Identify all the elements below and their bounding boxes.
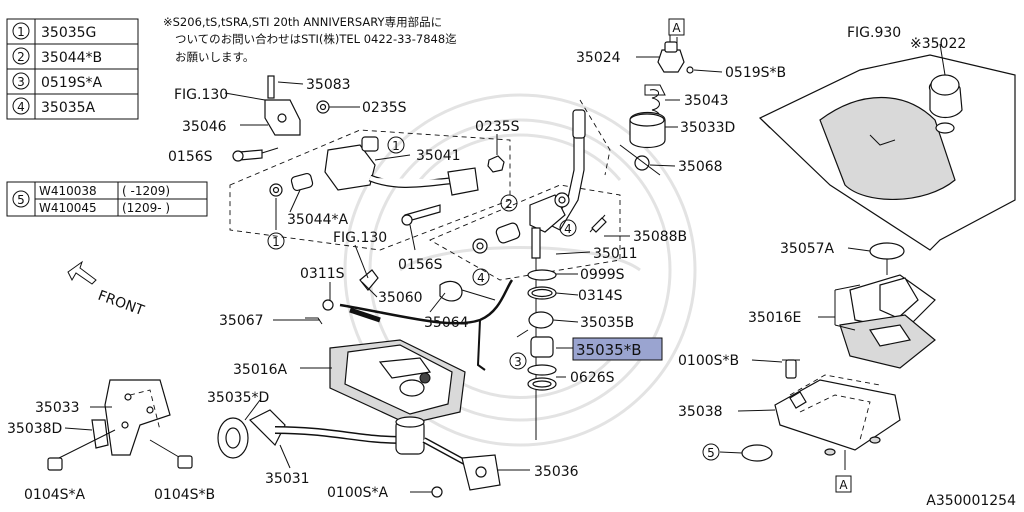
part-label[interactable]: 35057A (780, 241, 835, 257)
part-label[interactable]: 35064 (424, 315, 469, 331)
base-plate (329, 339, 466, 425)
part-label[interactable]: 0626S (570, 370, 615, 386)
callout-2: 2 (505, 197, 513, 211)
callout-3: 3 (514, 355, 522, 369)
part-label[interactable]: 35035B (580, 315, 634, 331)
front-arrow: FRONT (67, 260, 147, 320)
part-label[interactable]: 35044*A (287, 212, 349, 228)
part-label[interactable]: 0235S (475, 119, 520, 135)
part-label[interactable]: 35011 (593, 246, 638, 262)
front-arrow-icon (67, 260, 97, 285)
note-line: お願いします。 (175, 50, 254, 64)
fig-ref-130-mid[interactable]: FIG.130 (333, 230, 387, 246)
diagram-id: A350001254 (926, 493, 1016, 509)
part-label[interactable]: ※35022 (910, 36, 966, 52)
part-label[interactable]: 35046 (182, 119, 227, 135)
legend-code: 35044*B (41, 50, 102, 66)
leader-lines (64, 37, 946, 471)
part-label[interactable]: 35033 (35, 400, 80, 416)
part-label[interactable]: 35043 (684, 93, 729, 109)
part-label[interactable]: 35083 (306, 77, 351, 93)
callout-4: 4 (564, 222, 572, 236)
part-label[interactable]: 0104S*B (154, 487, 215, 503)
lower-bracket (47, 379, 193, 471)
legend-num: 4 (17, 100, 25, 114)
callout-5: 5 (707, 446, 715, 460)
part-label[interactable]: 0156S (168, 149, 213, 165)
part-label[interactable]: 0311S (300, 266, 345, 282)
part-label[interactable]: 35031 (265, 471, 310, 487)
callout-4: 4 (477, 271, 485, 285)
part-label[interactable]: 0519S*B (725, 65, 786, 81)
part-label[interactable]: 35024 (576, 50, 621, 66)
watermark-emblem (343, 93, 697, 447)
part-label[interactable]: 35033D (680, 120, 735, 136)
part-label[interactable]: 35041 (416, 148, 461, 164)
note-line: ※S206,tS,tSRA,STI 20th ANNIVERSARY専用部品に (163, 15, 442, 29)
part-label[interactable]: 35068 (678, 159, 723, 175)
legend-code: 35035A (41, 100, 96, 116)
legend-range: (1209- ) (122, 201, 170, 215)
part-label[interactable]: 35038 (678, 404, 723, 420)
legend-num: 3 (17, 75, 25, 89)
legend-code: W410045 (39, 201, 97, 215)
ref-box-a-top: A (672, 21, 681, 35)
shift-linkage-upper (229, 75, 511, 251)
ref-box-a-bottom: A (839, 478, 848, 492)
legend-top: 1 2 3 4 35035G 35044*B 0519S*A 35035A (6, 18, 139, 120)
shift-lever-assembly (428, 99, 621, 440)
part-label[interactable]: 35035*D (207, 390, 269, 406)
legend-code: W410038 (39, 184, 97, 198)
part-label[interactable]: 35067 (219, 313, 264, 329)
legend-range: ( -1209) (122, 184, 170, 198)
legend-code: 35035G (41, 25, 96, 41)
lower-arm (217, 409, 501, 498)
shift-cable (305, 269, 514, 371)
part-labels: 35083 35046 0235S 0156S 35041 0235S 3504… (7, 36, 966, 503)
fig-ref-130-top[interactable]: FIG.130 (174, 87, 228, 103)
legend-num: 1 (17, 25, 25, 39)
knob-assembly (619, 35, 694, 176)
highlighted-part-label[interactable]: 35035*B (576, 341, 642, 359)
part-label[interactable]: 35016A (233, 362, 288, 378)
callout-1: 1 (272, 235, 280, 249)
note-line: ついてのお問い合わせはSTI(株)TEL 0422-33-7848迄 (175, 32, 457, 46)
highlight-box (572, 337, 663, 361)
part-label[interactable]: 0314S (578, 288, 623, 304)
part-label[interactable]: 0100S*B (678, 353, 739, 369)
part-label[interactable]: 35088B (633, 229, 687, 245)
shifter-housing (741, 242, 936, 462)
part-label[interactable]: 35038D (7, 421, 62, 437)
part-label[interactable]: 0104S*A (24, 487, 86, 503)
sti-note: ※S206,tS,tSRA,STI 20th ANNIVERSARY専用部品に … (163, 15, 457, 64)
callout-markers: 1 1 2 4 4 3 5 (267, 136, 720, 461)
part-label[interactable]: 0999S (580, 267, 625, 283)
legend-code: 0519S*A (41, 75, 103, 91)
part-label[interactable]: 35060 (378, 290, 423, 306)
part-label[interactable]: 0100S*A (327, 485, 389, 501)
front-label: FRONT (96, 288, 147, 320)
part-label[interactable]: 0156S (398, 257, 443, 273)
part-label[interactable]: 0235S (362, 100, 407, 116)
legend-mid: 5 W410038 W410045 ( -1209) (1209- ) (6, 181, 208, 217)
callout-1: 1 (392, 139, 400, 153)
part-label[interactable]: 35016E (748, 310, 801, 326)
console-boot (758, 54, 1016, 251)
legend-num: 5 (17, 193, 25, 207)
fig-ref-930[interactable]: FIG.930 (847, 25, 901, 41)
legend-num: 2 (17, 50, 25, 64)
part-label[interactable]: 35036 (534, 464, 579, 480)
